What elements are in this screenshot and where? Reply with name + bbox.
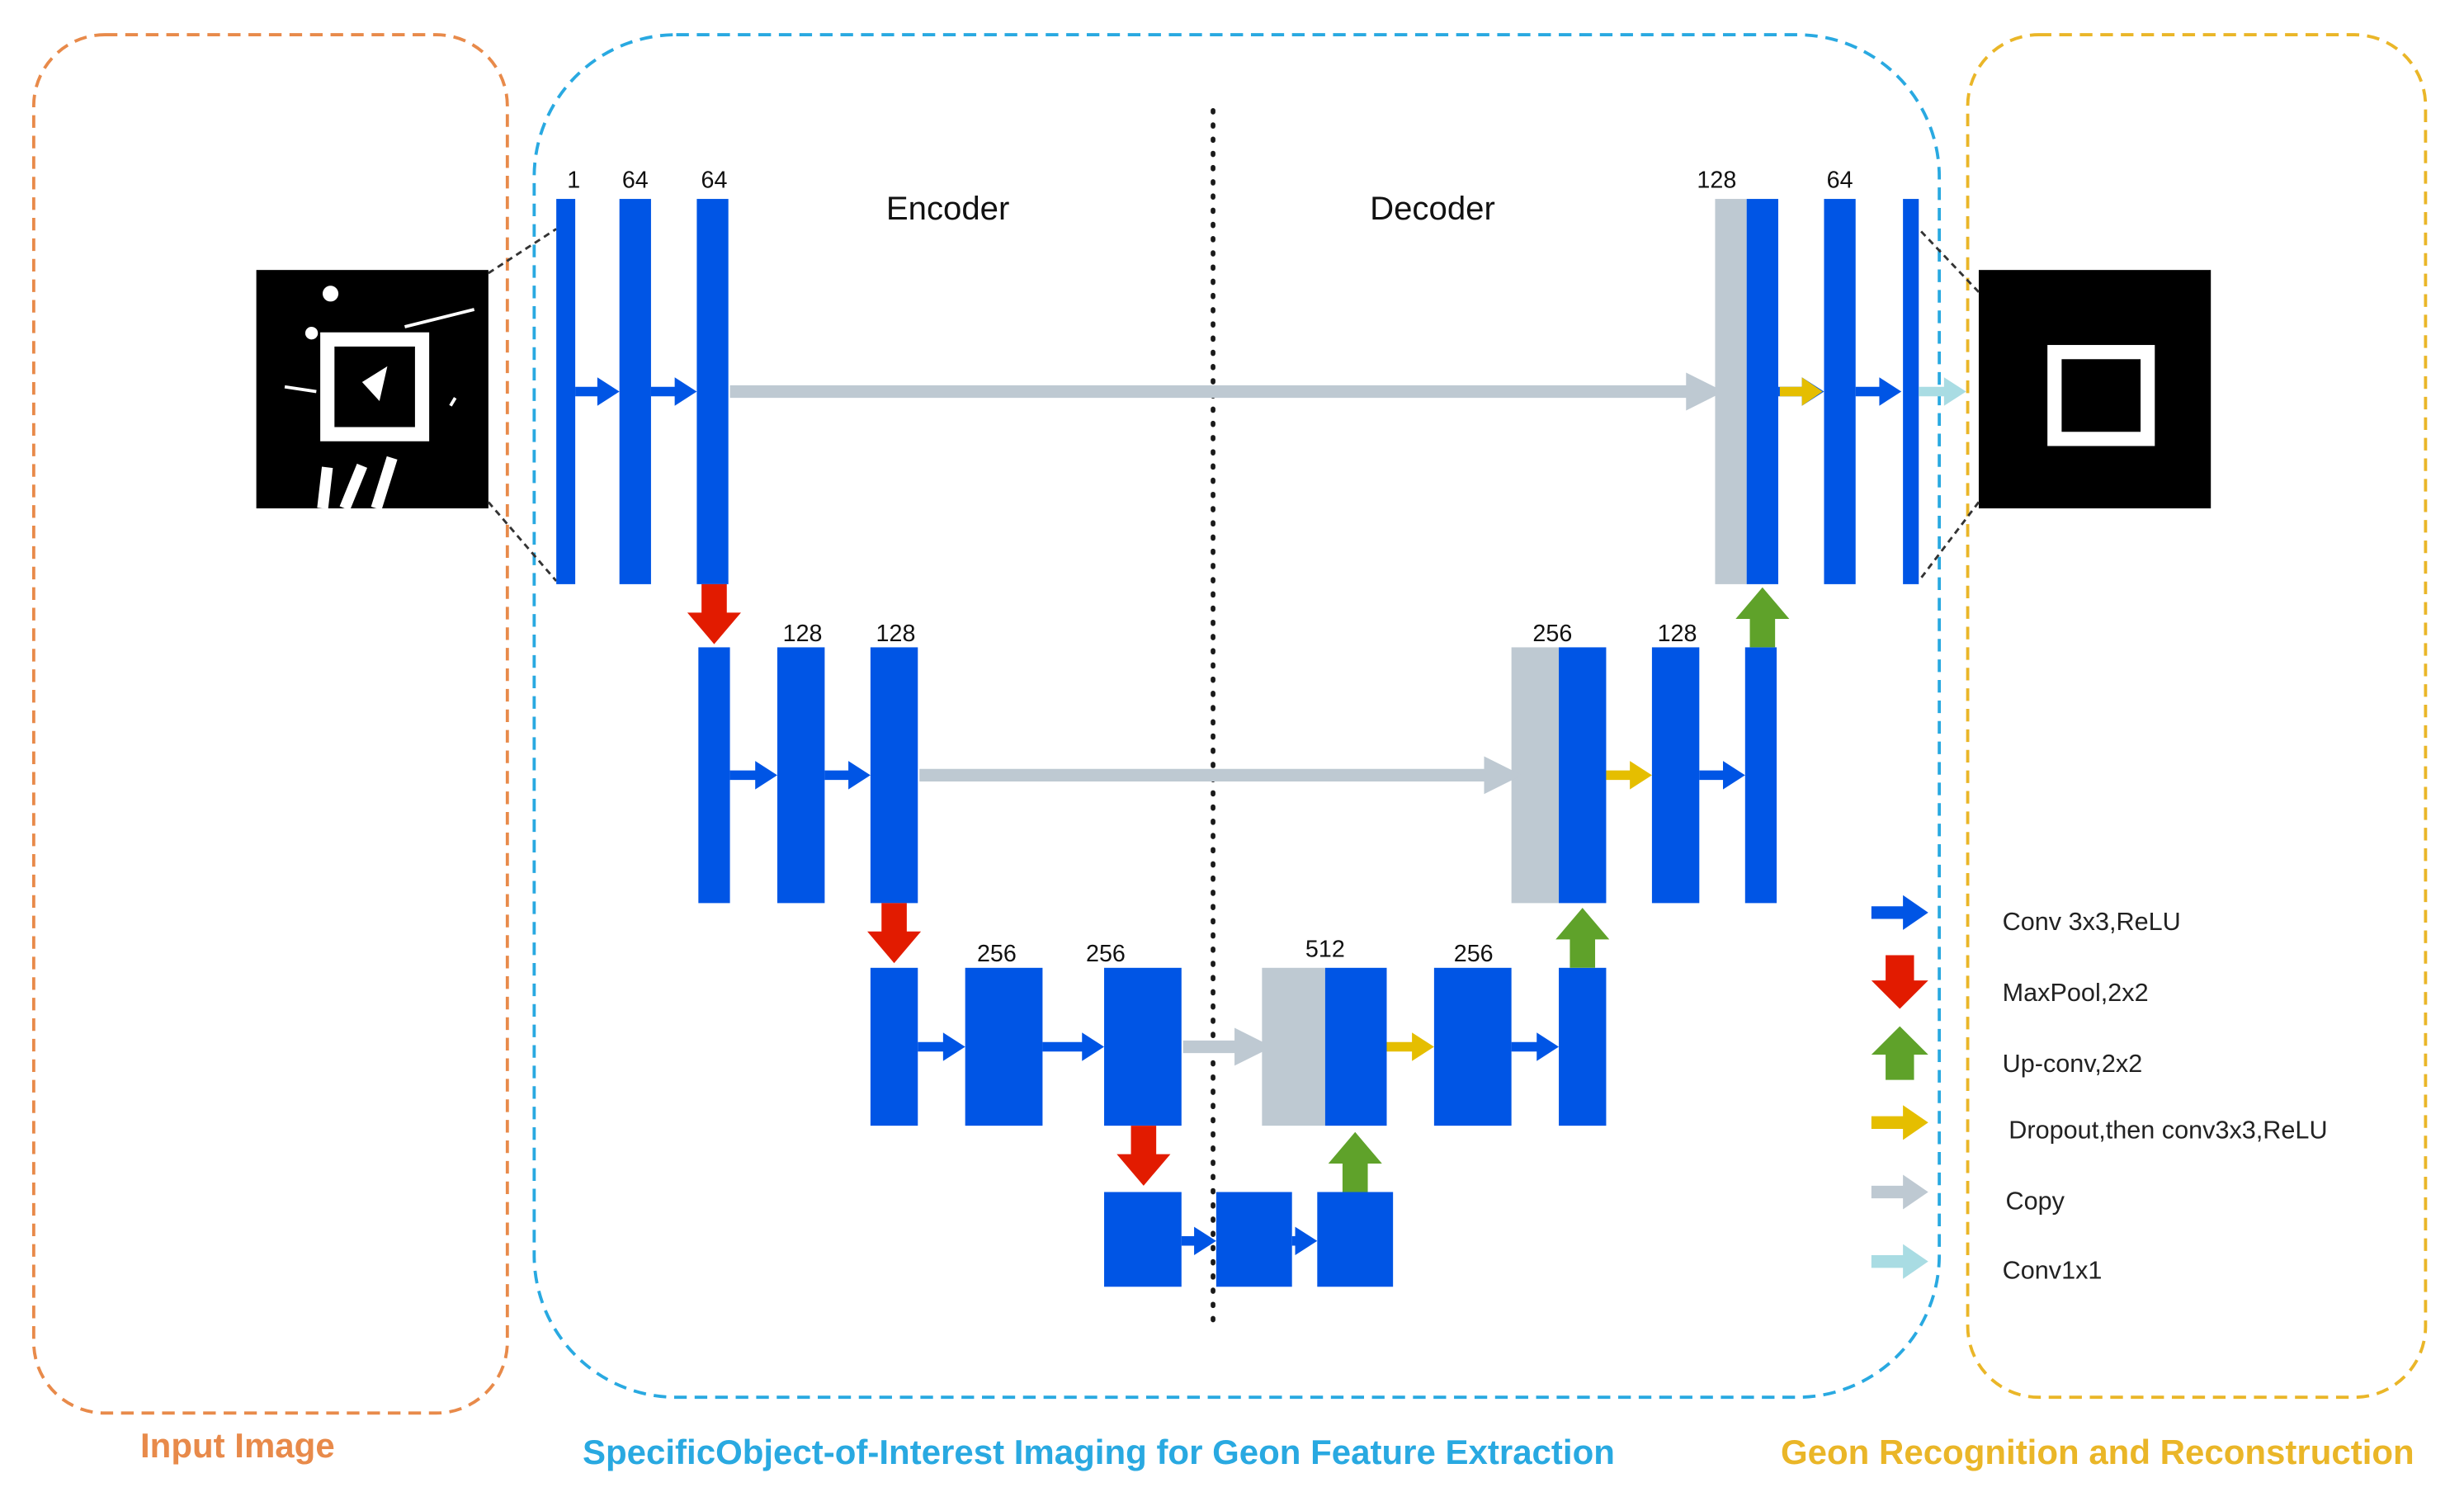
feature-map-l2-upconv — [1559, 647, 1607, 904]
channel-label: 64 — [1827, 168, 1853, 194]
channel-label: 128 — [876, 621, 916, 647]
conv-arrow-icon — [1855, 377, 1902, 406]
operation-arrows — [575, 377, 1966, 1256]
channel-label: 1 — [567, 168, 580, 194]
feature-map-l2-dec-conv2 — [1744, 647, 1777, 904]
feature-map-l1-conv1 — [619, 199, 651, 584]
feature-map-l3-dec-conv1 — [1433, 967, 1512, 1126]
feature-map-l1-dec-conv1 — [1824, 199, 1856, 584]
input-image-frame — [31, 33, 509, 1415]
feature-map-l2-pool — [698, 647, 730, 904]
zoom-guide-lines — [487, 228, 1980, 583]
feature-extraction-caption: SpecificObject-of-Interest Imaging for G… — [583, 1433, 1615, 1471]
conv-arrow-icon — [1181, 1226, 1216, 1256]
feature-map-l1-output — [1903, 199, 1919, 584]
channel-label: 512 — [1305, 936, 1345, 962]
upconv-arrow-icon — [1871, 1026, 1928, 1080]
feature-map-l3-copy — [1262, 967, 1325, 1126]
reconstruction-caption: Geon Recognition and Reconstruction — [1781, 1433, 2414, 1471]
copy-arrow-icon — [1871, 1174, 1928, 1210]
channel-label: 256 — [1532, 621, 1572, 647]
feature-map-l2-conv2 — [870, 647, 918, 904]
conv1x1-arrow-icon — [1919, 377, 1966, 406]
channel-label: 64 — [622, 168, 649, 194]
conv-arrow-icon — [1042, 1032, 1105, 1061]
channel-label: 256 — [1454, 941, 1494, 967]
upconv-arrow-icon — [1735, 587, 1790, 648]
feature-map-l3-upconv — [1324, 967, 1387, 1126]
reconstruction-frame — [1966, 33, 2428, 1400]
channel-label: 64 — [701, 168, 728, 194]
legend: Conv 3x3,ReLU MaxPool,2x2 Up-conv,2x2 Dr… — [2003, 908, 2328, 1285]
channel-label: 128 — [1697, 168, 1736, 194]
legend-icons — [1871, 895, 1928, 1279]
input-image-caption: Input Image — [140, 1426, 335, 1465]
legend-label-conv1x1: Conv1x1 — [2003, 1257, 2103, 1285]
conv-arrow-icon — [1871, 895, 1928, 930]
channel-label: 256 — [1086, 941, 1126, 967]
conv-arrow-icon — [918, 1032, 965, 1061]
dropout-arrow-icon — [1871, 1105, 1928, 1140]
feature-map-bottleneck-dropout — [1317, 1192, 1394, 1287]
legend-label-copy: Copy — [2005, 1187, 2065, 1216]
legend-label-upconv: Up-conv,2x2 — [2003, 1050, 2143, 1078]
maxpool-arrow-icon — [687, 583, 741, 644]
feature-map-l3-dec-conv2 — [1559, 967, 1607, 1126]
conv-arrow-icon — [824, 761, 871, 790]
maxpool-arrow-icon — [867, 903, 922, 964]
conv-arrow-icon — [1291, 1226, 1318, 1256]
feature-map-l1-input — [556, 199, 576, 584]
feature-map-l2-copy — [1511, 647, 1560, 904]
decoder-header: Decoder — [1370, 190, 1495, 227]
maxpool-arrow-icon — [1871, 955, 1928, 1009]
feature-map-l3-conv2 — [1104, 967, 1182, 1126]
feature-map-l3-pool — [870, 967, 918, 1126]
feature-map-l2-conv1 — [776, 647, 825, 904]
conv-arrow-icon — [1511, 1032, 1560, 1061]
output-image — [1978, 270, 2211, 509]
conv1x1-arrow-icon — [1871, 1244, 1928, 1279]
conv-arrow-icon — [650, 377, 697, 406]
dropout-arrow-icon — [1606, 761, 1652, 790]
feature-map-l3-conv1 — [965, 967, 1043, 1126]
upconv-arrow-icon — [1555, 908, 1610, 968]
feature-map-bottleneck-conv — [1215, 1192, 1292, 1287]
legend-label-maxpool: MaxPool,2x2 — [2003, 979, 2149, 1007]
channel-label: 128 — [1658, 621, 1697, 647]
feature-extraction-frame — [532, 33, 1942, 1400]
conv-arrow-icon — [729, 761, 777, 790]
feature-map-bottleneck-pool — [1104, 1192, 1182, 1287]
channel-labels: 1 64 64 128 128 256 256 512 256 256 128 … — [567, 168, 1853, 967]
legend-label-conv: Conv 3x3,ReLU — [2003, 908, 2181, 936]
feature-map-l2-dec-conv1 — [1651, 647, 1700, 904]
legend-label-dropout: Dropout,then conv3x3,ReLU — [2008, 1116, 2327, 1144]
feature-map-l1-conv2 — [696, 199, 729, 584]
feature-map-l1-upconv — [1746, 199, 1778, 584]
conv-arrow-icon — [575, 377, 620, 406]
dropout-arrow-icon — [1779, 377, 1823, 406]
encoder-header: Encoder — [886, 190, 1010, 227]
dropout-arrow-icon — [1386, 1032, 1434, 1061]
channel-label: 256 — [977, 941, 1017, 967]
upconv-arrow-icon — [1328, 1131, 1382, 1192]
input-image — [256, 270, 489, 511]
maxpool-arrow-icon — [1116, 1126, 1171, 1186]
conv-arrow-icon — [1699, 761, 1745, 790]
channel-label: 128 — [783, 621, 823, 647]
feature-map-l1-copy — [1715, 199, 1747, 584]
